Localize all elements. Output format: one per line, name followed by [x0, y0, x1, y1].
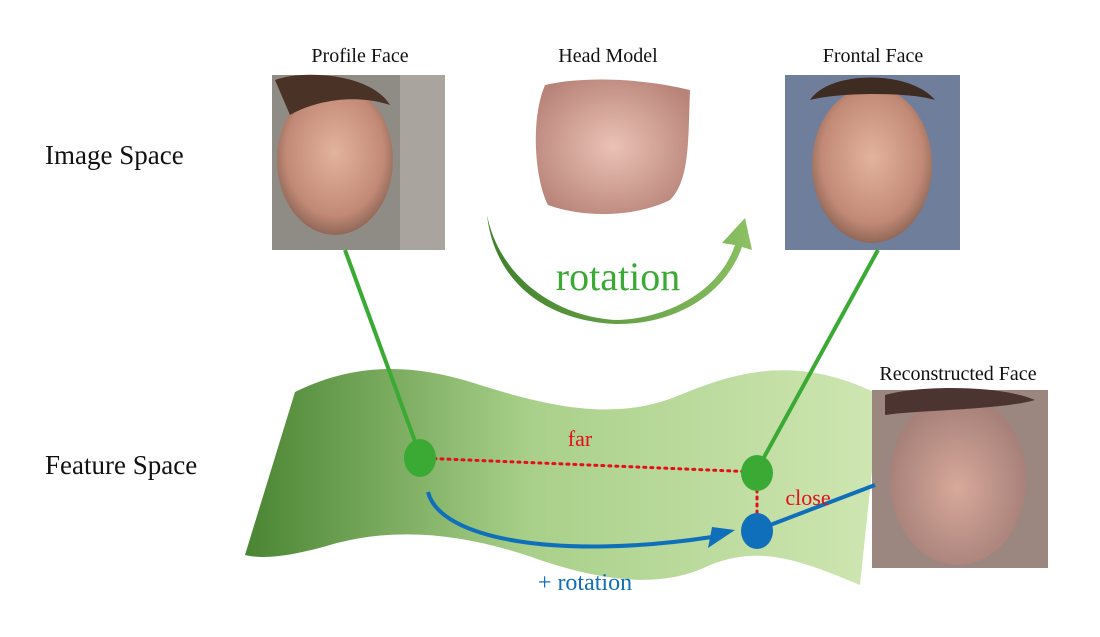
profile-link-line	[343, 249, 422, 456]
profile-face-label: Profile Face	[311, 45, 408, 67]
profile-face-image	[272, 74, 445, 250]
image-space-label: Image Space	[45, 140, 184, 170]
frontal-feature-point	[741, 455, 773, 491]
plus-rotation-label: + rotation	[538, 570, 632, 596]
frontal-face-image	[785, 75, 960, 250]
frontal-link-line	[755, 249, 880, 471]
head-model-label: Head Model	[558, 45, 658, 67]
close-label: close	[785, 485, 830, 510]
far-distance-line	[418, 456, 759, 474]
reconstructed-link-line	[756, 483, 876, 532]
reconstructed-face-label: Reconstructed Face	[879, 363, 1036, 385]
frontal-face-label: Frontal Face	[823, 45, 924, 67]
profile-feature-point	[404, 439, 436, 477]
feature-space-label: Feature Space	[45, 450, 197, 480]
far-label: far	[568, 426, 593, 451]
rotated-feature-point	[741, 513, 773, 549]
feature-rotation-arrowhead	[708, 527, 735, 548]
rotation-label: rotation	[556, 254, 680, 299]
feature-manifold	[245, 368, 880, 585]
head-model-image	[535, 79, 690, 215]
feature-rotation-curve	[426, 491, 713, 549]
reconstructed-face-image	[872, 388, 1048, 568]
